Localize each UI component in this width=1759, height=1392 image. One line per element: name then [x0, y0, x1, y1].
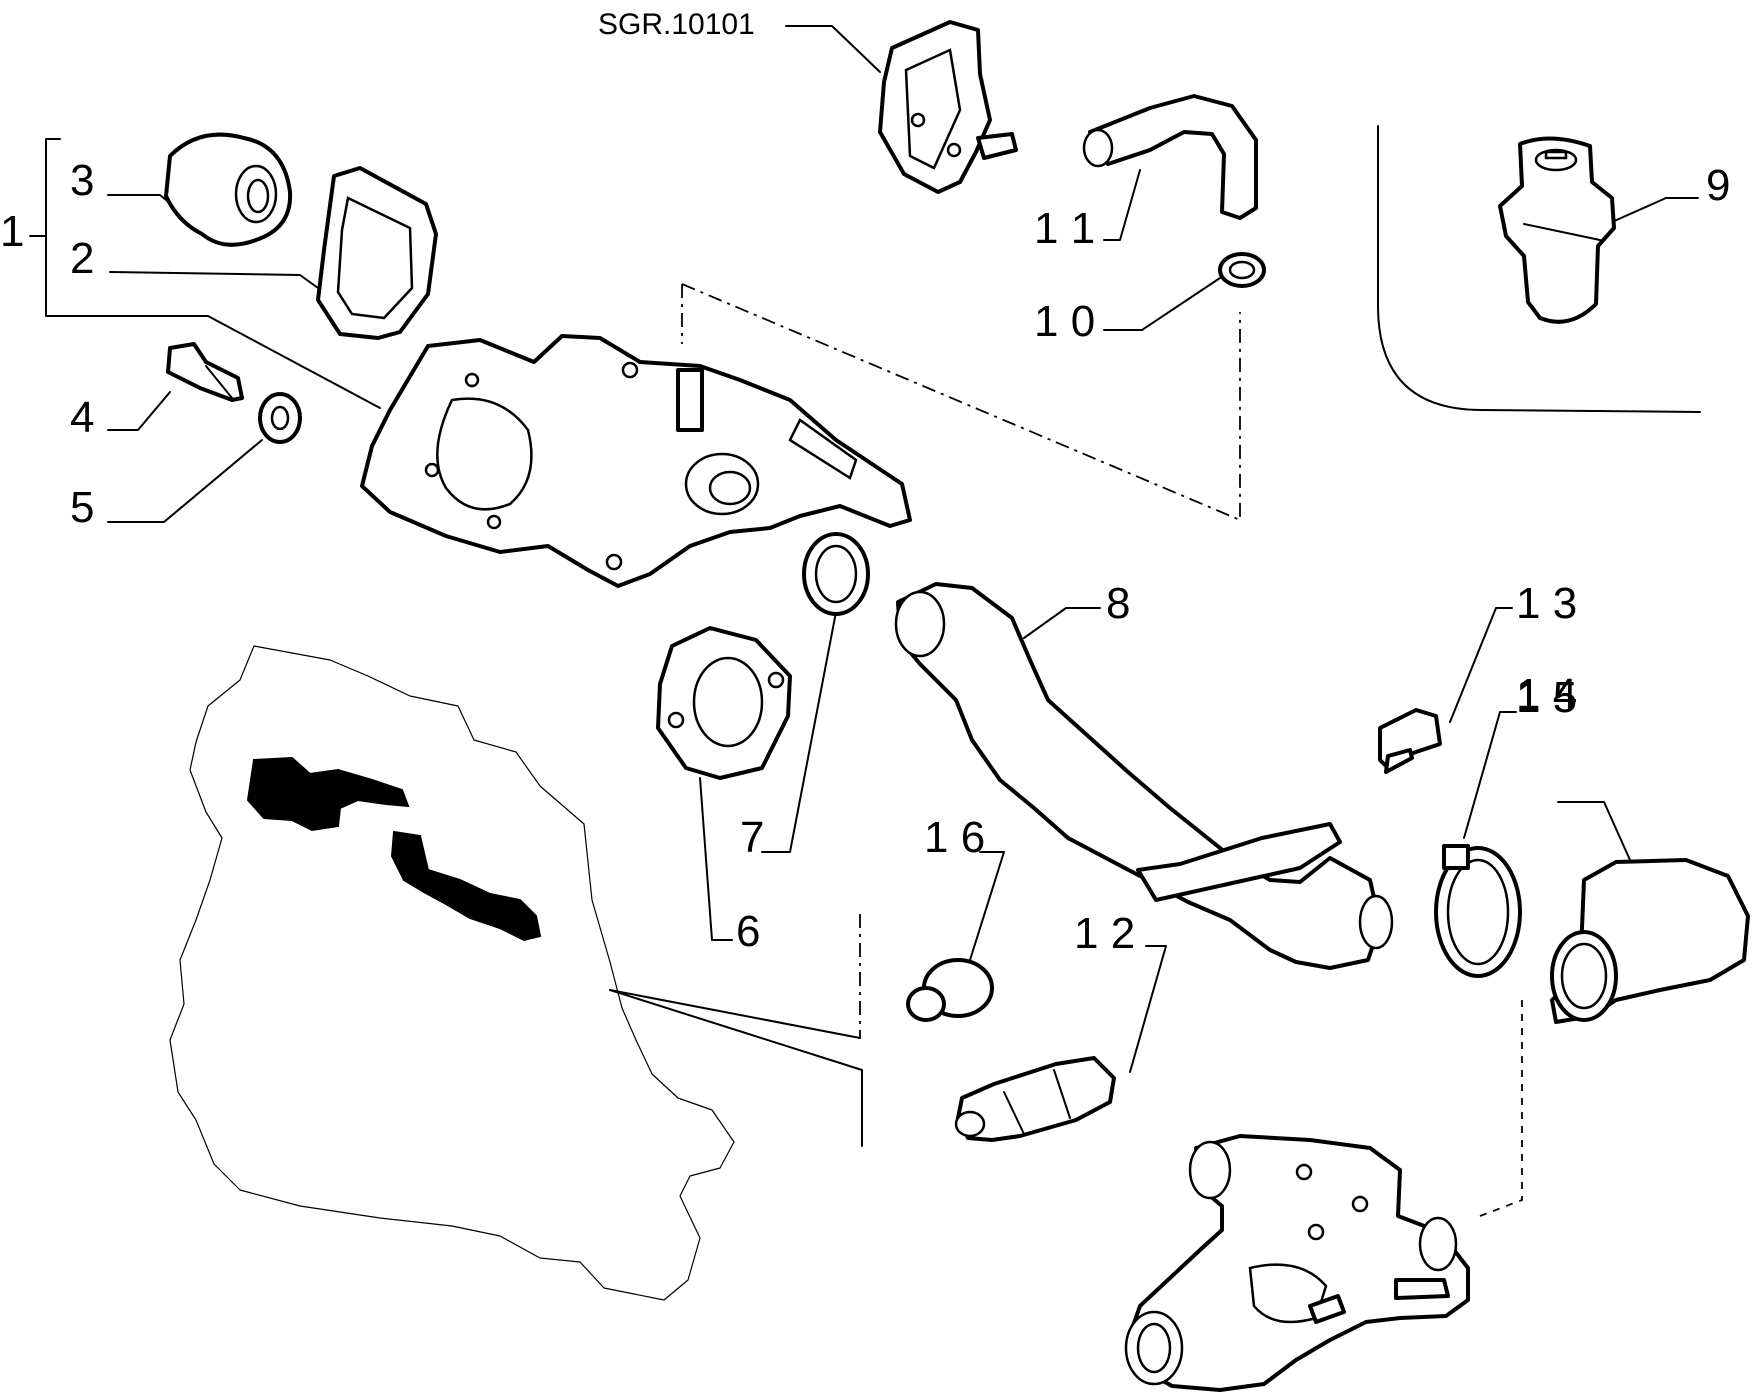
assembly-connector — [609, 989, 863, 1147]
leader-lines — [29, 25, 1699, 1073]
part-7-oring — [802, 532, 870, 616]
callout-9: 9 — [1706, 161, 1730, 210]
part-3-cap — [164, 132, 293, 247]
part-13-bolt — [1378, 708, 1442, 774]
part-16-plug — [906, 958, 994, 1022]
callout-1: 1 — [0, 207, 24, 256]
part-9-sensor — [1498, 136, 1616, 324]
axis-lines — [681, 283, 1523, 1217]
part-15-clamp — [1434, 844, 1522, 978]
callout-4: 4 — [70, 393, 94, 442]
callout-7: 7 — [740, 813, 764, 862]
callout-16: 1 6 — [924, 813, 985, 862]
part-14-hose — [1550, 858, 1750, 1024]
part-2-gasket — [316, 166, 438, 340]
engine-block-outline — [169, 645, 735, 1301]
callout-6: 6 — [736, 907, 760, 956]
callout-5: 5 — [70, 483, 94, 532]
callout-15: 1 5 — [1516, 673, 1577, 722]
reference-label: SGR.10101 — [598, 8, 755, 41]
callout-10: 1 0 — [1034, 297, 1095, 346]
thermostat-housing — [1124, 1134, 1470, 1392]
part-8-pipe — [894, 582, 1394, 970]
part-6-flange-gasket — [656, 626, 792, 780]
callout-3: 3 — [70, 156, 94, 205]
callout-14: 1 4 — [1516, 670, 1577, 719]
part-5-washer — [258, 392, 302, 444]
callout-12: 1 2 — [1074, 909, 1135, 958]
part-11-hose — [1082, 94, 1258, 220]
part-12-fitting — [954, 1056, 1116, 1142]
callout-13: 1 3 — [1516, 579, 1577, 628]
ref-bracket — [878, 20, 1018, 194]
part-1-pump-housing — [360, 334, 912, 588]
part-10-clamp — [1218, 252, 1266, 288]
group-outline-9 — [1377, 125, 1701, 413]
callout-2: 2 — [70, 234, 94, 283]
callout-11: 1 1 — [1034, 204, 1095, 253]
callout-8: 8 — [1106, 579, 1130, 628]
part-4-bolt — [166, 342, 244, 402]
